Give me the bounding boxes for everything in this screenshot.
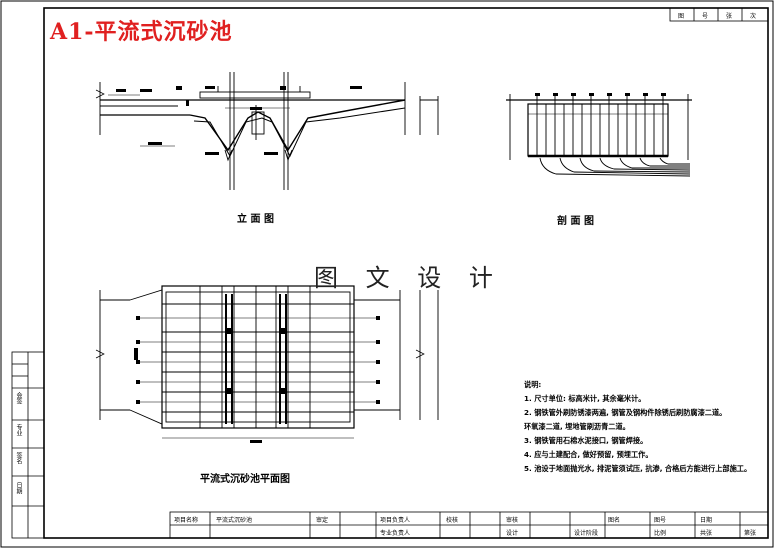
notes-item: 3. 钢铁管用石棉水泥接口, 钢管焊接。 (524, 436, 648, 445)
notes-item: 2. 钢铁管外刷防锈漆两遍, 钢管及钢构件除锈后刷防腐漆二道。 (524, 408, 727, 417)
tb-cell: 项目负责人 (380, 517, 411, 524)
watermark: 图 文 设 计 (314, 264, 503, 292)
tb-cell: 日期 (700, 517, 713, 524)
notes-heading: 说明: (524, 380, 542, 389)
tb-cell: 第张 (744, 530, 757, 537)
notes-item: 1. 尺寸单位: 标高米计, 其余毫米计。 (524, 394, 646, 403)
title-block-grid (169, 511, 769, 539)
corner-cell: 张 (726, 13, 733, 20)
project-label: 项目名称 (174, 517, 199, 524)
corner-cell: 图 (678, 13, 685, 20)
tb-cell: 校核 (446, 517, 459, 524)
elevation-annotations (116, 86, 362, 155)
plan-view (95, 285, 439, 439)
tb-cell: 共张 (700, 530, 713, 537)
tb-cell: 图号 (654, 517, 667, 524)
section-view-label: 剖 面 图 (557, 216, 594, 227)
tb-cell: 设计 (506, 530, 519, 537)
design-notes: 说明: 1. 尺寸单位: 标高米计, 其余毫米计。 2. 钢铁管外刷防锈漆两遍,… (524, 378, 751, 476)
tb-cell: 比例 (654, 530, 667, 537)
corner-cell: 号 (702, 13, 709, 20)
notes-item: 环氧漆二道, 埋地管刷沥青二道。 (524, 422, 630, 431)
notes-item: 4. 应与土建配合, 做好预留, 预埋工作。 (524, 450, 653, 459)
notes-item: 5. 池设于地面抛光水, 排泥管须试压, 抗渗, 合格后方能进行上部施工。 (524, 464, 752, 473)
tb-cell: 审核 (506, 517, 519, 524)
tb-cell: 图名 (608, 517, 621, 524)
side-table (11, 351, 45, 539)
side-label: 会签 (15, 392, 22, 404)
elevation-view-label: 立 面 图 (237, 214, 274, 225)
tb-cell: 设计阶段 (574, 530, 599, 537)
tb-cell: 专业负责人 (380, 530, 411, 537)
elevation-view (95, 72, 439, 190)
section-markers (535, 93, 666, 96)
section-view (506, 94, 692, 177)
tb-cell: 审定 (316, 517, 329, 524)
corner-table (669, 7, 769, 22)
plan-view-label: 平流式沉砂池平面图 (200, 474, 290, 485)
side-label: 签名 (15, 452, 22, 464)
side-label: 专业 (15, 424, 22, 436)
sheet-title: A1-平流式沉砂池 (50, 19, 233, 45)
plan-markers (134, 316, 380, 443)
side-label: 日期 (15, 482, 22, 494)
project-name: 平流式沉砂池 (216, 517, 253, 524)
corner-cell: 次 (750, 13, 757, 20)
